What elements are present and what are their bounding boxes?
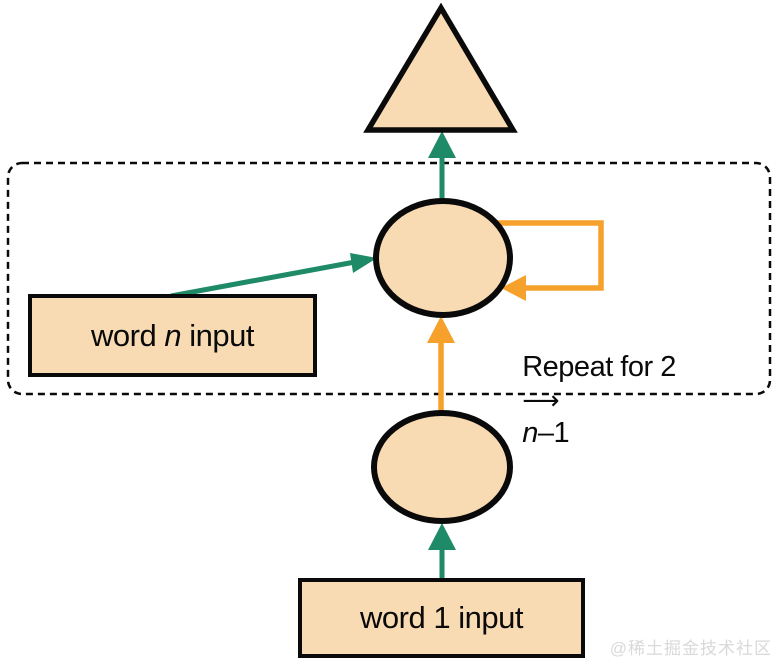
word-1-label: word 1 input — [360, 600, 523, 635]
repeat-text-prefix: Repeat for 2 — [522, 351, 676, 383]
output-triangle-node — [363, 2, 518, 133]
word-1-input-box: word 1 input — [298, 578, 585, 658]
recurrence-loop-head — [501, 275, 526, 301]
watermark-text: @稀土掘金技术社区 — [609, 639, 772, 658]
word-n-label-suffix: input — [181, 317, 254, 353]
repeat-text-var: n — [522, 417, 538, 449]
word-n-label-prefix: word — [91, 317, 165, 353]
recurrence-loop-stem — [497, 220, 604, 291]
repeat-text-suffix: –1 — [537, 417, 570, 449]
arrow-lower-to-upper-head — [427, 316, 455, 343]
arrow-hidden-to-output-head — [428, 131, 456, 158]
repeat-annotation: Repeat for 2 ⟶ n–1 — [492, 318, 676, 483]
word-n-label-var: n — [164, 317, 182, 353]
right-arrow-glyph: ⟶ — [522, 386, 560, 416]
hidden-node-upper — [373, 198, 513, 318]
arrow-word-1-to-lower-head — [428, 523, 456, 550]
hidden-node-lower — [371, 410, 513, 524]
arrow-word-n-to-hidden-stem — [170, 259, 356, 299]
repeat-region-dashed-box — [6, 161, 772, 396]
arrow-word-n-to-hidden-head — [350, 253, 377, 273]
word-n-input-box: word n input — [28, 294, 317, 377]
